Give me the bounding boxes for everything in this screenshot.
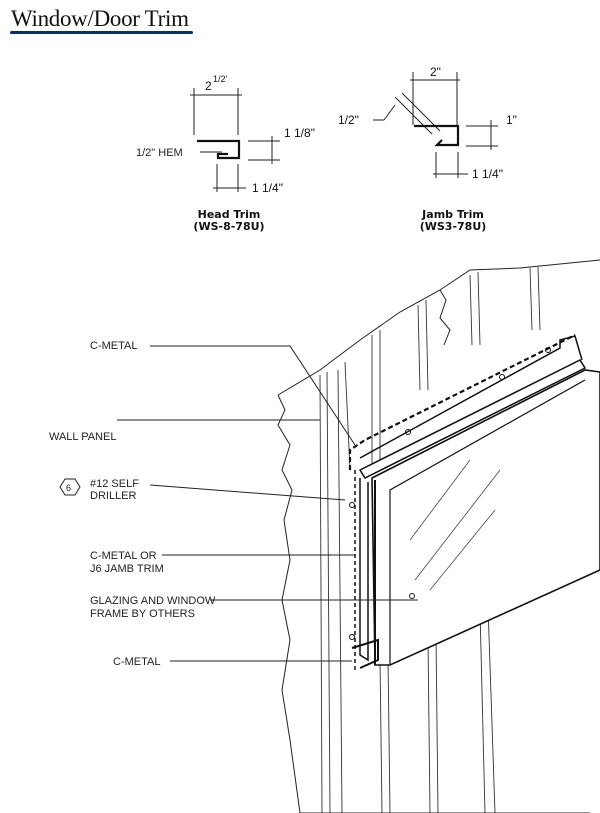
wall-panel-drawing xyxy=(277,259,600,813)
fastener-tag-number: 6 xyxy=(66,483,71,493)
head-trim-detail: 2 1/2' 1 1/8" 1/2" HEM 1 1/4" Head Trim … xyxy=(136,74,315,233)
head-width-fraction: 1/2' xyxy=(213,74,228,84)
jamb-return-label: 1 1/4" xyxy=(472,167,503,181)
fastener-label-line2: DRILLER xyxy=(90,490,137,502)
hem-label: 1/2" HEM xyxy=(136,147,183,159)
glazing-label-line2: FRAME BY OTHERS xyxy=(90,608,195,620)
head-trim-caption: Head Trim xyxy=(198,208,261,221)
jamb-trim-code: (WS3-78U) xyxy=(420,220,487,233)
head-trim-code: (WS-8-78U) xyxy=(193,220,264,233)
head-return-label: 1 1/4" xyxy=(252,181,283,195)
jamb-callout-line2: J6 JAMB TRIM xyxy=(90,563,164,575)
c-metal-bottom-label: C-METAL xyxy=(113,656,160,668)
title-underline xyxy=(10,31,193,34)
jamb-trim-caption: Jamb Trim xyxy=(421,208,484,221)
fastener-hex-tag xyxy=(59,478,81,496)
jamb-flange-label: 1/2" xyxy=(338,113,359,127)
glazing-label-line1: GLAZING AND WINDOW xyxy=(90,595,216,607)
jamb-width-label: 2" xyxy=(430,65,441,79)
page-title: Window/Door Trim xyxy=(11,6,189,31)
fastener-label-line1: #12 SELF xyxy=(90,478,139,490)
c-metal-top-label: C-METAL xyxy=(90,340,137,352)
head-height-label: 1 1/8" xyxy=(284,126,315,140)
jamb-callout-line1: C-METAL OR xyxy=(90,550,157,562)
callouts: C-METAL WALL PANEL 6 #12 SELF DRILLER C-… xyxy=(49,340,418,668)
head-width-label: 2 xyxy=(205,79,212,93)
jamb-trim-detail: 2" 1/2" 1" 1 1/4" Jamb Trim (WS3-78U) xyxy=(338,65,517,233)
jamb-height-label: 1" xyxy=(506,113,517,127)
wall-panel-label: WALL PANEL xyxy=(49,431,116,443)
